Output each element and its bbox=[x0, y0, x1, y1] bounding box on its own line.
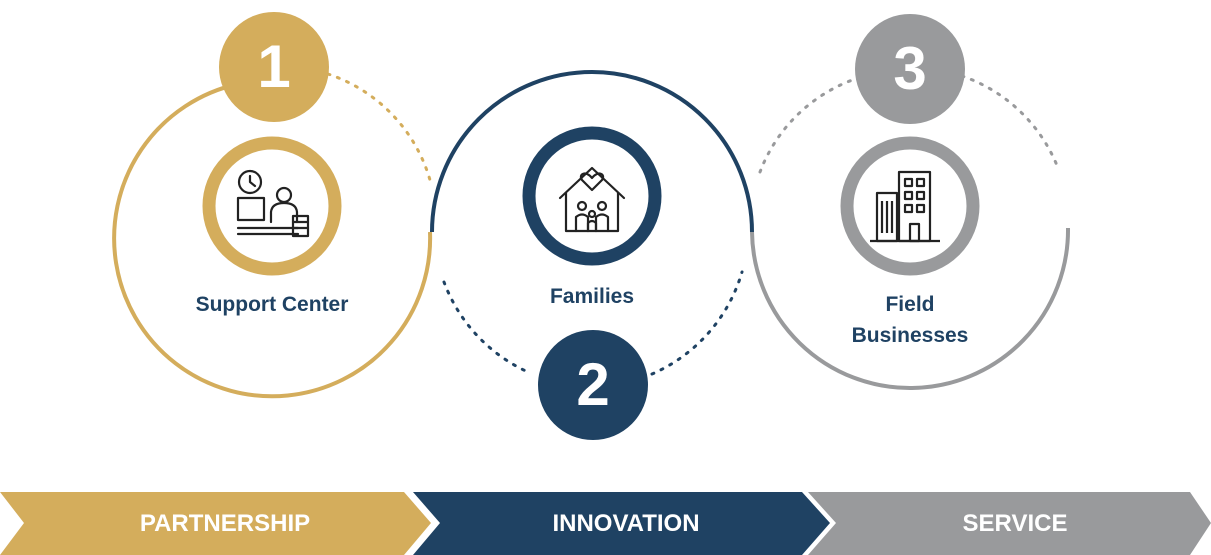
field-businesses-label: Field Businesses bbox=[851, 293, 969, 347]
partnership-label: PARTNERSHIP bbox=[139, 510, 311, 537]
service-chevron bbox=[808, 492, 1211, 555]
support-center-ring bbox=[112, 82, 433, 399]
innovation-label: INNOVATION bbox=[552, 510, 700, 537]
innovation-chevron bbox=[413, 492, 830, 555]
step-1-badge: 1 bbox=[219, 12, 329, 122]
families-ring-dotted-right bbox=[650, 270, 744, 376]
families-ring-dotted bbox=[442, 280, 530, 374]
support-center-ring-dotted bbox=[326, 72, 432, 182]
support-desk-icon bbox=[202, 136, 342, 276]
support-center-label: Support Center bbox=[195, 293, 349, 316]
step-2-badge: 2 bbox=[538, 330, 648, 440]
field-businesses-ring bbox=[750, 227, 1071, 390]
partnership-chevron bbox=[0, 492, 431, 555]
field-businesses-ring-dotted-right bbox=[960, 74, 1060, 170]
office-building-icon bbox=[840, 136, 980, 276]
families-label: Families bbox=[549, 285, 635, 308]
service-label: SERVICE bbox=[962, 510, 1068, 537]
families-ring bbox=[430, 70, 754, 233]
family-home-icon bbox=[522, 126, 662, 266]
step-3-badge: 3 bbox=[855, 14, 965, 124]
field-businesses-ring-dotted bbox=[758, 76, 860, 174]
